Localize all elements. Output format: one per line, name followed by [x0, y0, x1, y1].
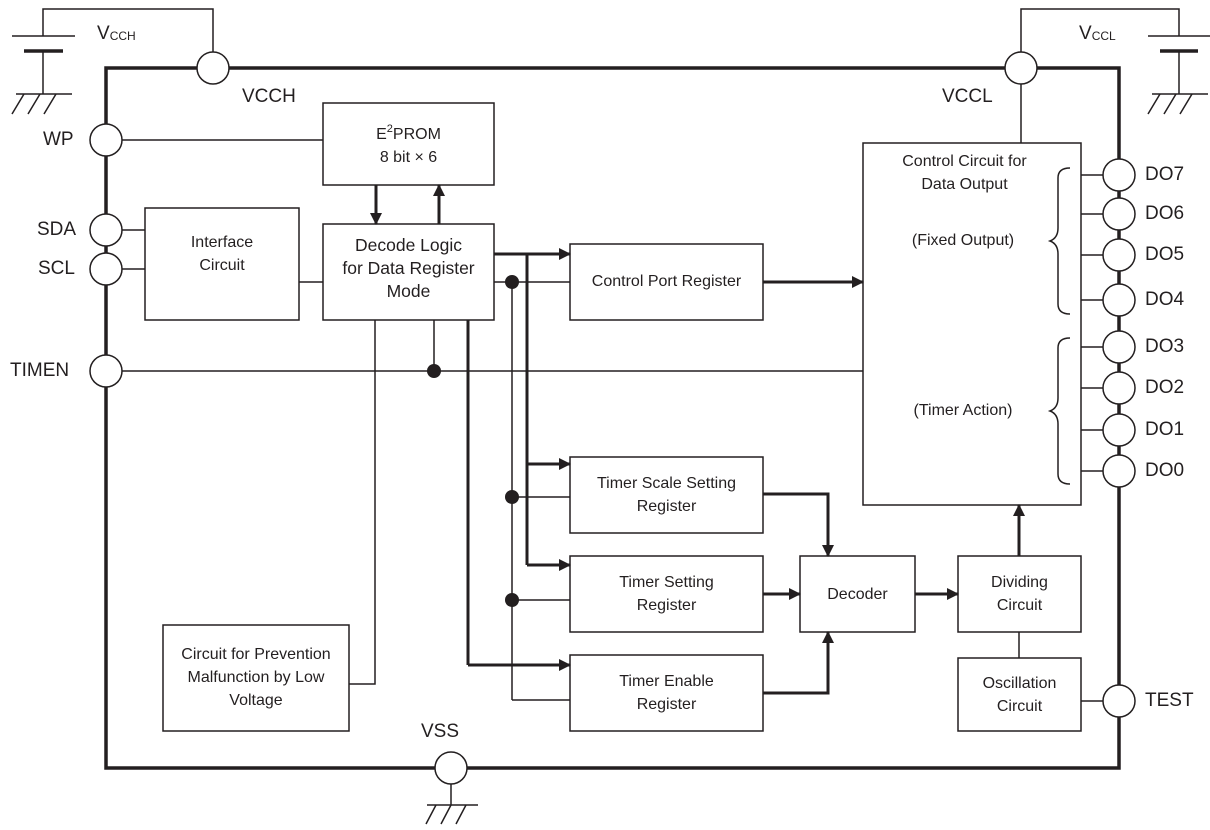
- prevention-circuit-label: Circuit for Prevention Malfunction by Lo…: [181, 646, 331, 709]
- prevention-circuit-block: [162, 624, 350, 732]
- pin-label-timen: TIMEN: [10, 360, 70, 381]
- fixed-output-brace: [1047, 167, 1071, 315]
- control-circuit-label: Control Circuit for Data Output: [902, 153, 1027, 193]
- timer-enable-to-decoder-arrow: [763, 631, 834, 695]
- dividing-circuit-label: Dividing Circuit: [991, 574, 1048, 614]
- decode-bus-thin: [494, 281, 570, 701]
- decode-to-prevention-wire: [349, 320, 376, 685]
- oscillation-circuit-label: Oscillation Circuit: [982, 675, 1057, 715]
- decoder-label: Decoder: [827, 586, 888, 603]
- pin-label-test: TEST: [1145, 690, 1194, 711]
- junction-dot: [427, 364, 441, 378]
- pin-circle-do2: [1102, 371, 1136, 405]
- eeprom-label: E2PROM 8 bit × 6: [376, 123, 441, 166]
- pin-circle-vcch: [196, 51, 230, 85]
- timer-action-brace: [1047, 337, 1071, 485]
- pin-circle-do4: [1102, 283, 1136, 317]
- pin-label-sda: SDA: [37, 219, 77, 240]
- pin-label-vcch: VCCH: [242, 86, 296, 107]
- timer-scale-register-label: Timer Scale Setting Register: [596, 475, 736, 515]
- pin-circle-do1: [1102, 413, 1136, 447]
- decode-logic-block: [322, 223, 495, 321]
- vcch-supply-source: [12, 8, 214, 94]
- control-circuit-block: [862, 142, 1082, 506]
- pin-label-do6: DO6: [1145, 203, 1185, 224]
- pin-label-vccl: VCCL: [942, 86, 993, 107]
- pin-label-do2: DO2: [1145, 377, 1185, 398]
- pin-label-vss: VSS: [421, 721, 460, 742]
- pin-circle-vccl: [1004, 51, 1038, 85]
- pin-label-scl: SCL: [38, 258, 75, 279]
- pin-circle-vss: [434, 751, 468, 785]
- pin-circle-timen: [89, 354, 123, 388]
- vcch-source-label: VCCH: [97, 23, 136, 44]
- vccl-supply-source: [1020, 8, 1210, 94]
- pin-circle-wp: [89, 123, 123, 157]
- pin-circle-do5: [1102, 238, 1136, 272]
- ground-symbol-vcch: [11, 93, 72, 115]
- junction-dot: [505, 593, 519, 607]
- pin-label-do5: DO5: [1145, 244, 1185, 265]
- control-port-register-label: Control Port Register: [591, 273, 742, 290]
- eeprom-block: [322, 102, 495, 186]
- pin-circle-do6: [1102, 197, 1136, 231]
- junction-dot: [505, 275, 519, 289]
- pin-circle-sda: [89, 213, 123, 247]
- pin-circle-test: [1102, 684, 1136, 718]
- pin-label-wp: WP: [43, 129, 74, 150]
- interface-circuit-block: [144, 207, 300, 321]
- timer-enable-register-label: Timer Enable Register: [619, 673, 714, 713]
- pin-circle-scl: [89, 252, 123, 286]
- pin-label-do4: DO4: [1145, 289, 1185, 310]
- fixed-output-label: (Fixed Output): [911, 232, 1015, 249]
- junction-dot: [505, 490, 519, 504]
- timer-setting-register-label: Timer Setting Register: [619, 574, 714, 614]
- pin-circle-do3: [1102, 330, 1136, 364]
- pin-circle-do0: [1102, 454, 1136, 488]
- vccl-source-label: VCCL: [1079, 23, 1116, 44]
- timer-scale-to-decoder-arrow: [763, 492, 834, 557]
- decode-logic-label: Decode Logic for Data Register Mode: [342, 235, 475, 301]
- pin-label-do7: DO7: [1145, 164, 1185, 185]
- pin-circle-do7: [1102, 158, 1136, 192]
- interface-circuit-label: Interface Circuit: [190, 234, 254, 274]
- timer-action-label: (Timer Action): [913, 402, 1013, 419]
- pin-label-do3: DO3: [1145, 336, 1185, 357]
- pin-label-do0: DO0: [1145, 460, 1185, 481]
- pin-label-do1: DO1: [1145, 419, 1185, 440]
- ground-symbol-vccl: [1147, 93, 1208, 115]
